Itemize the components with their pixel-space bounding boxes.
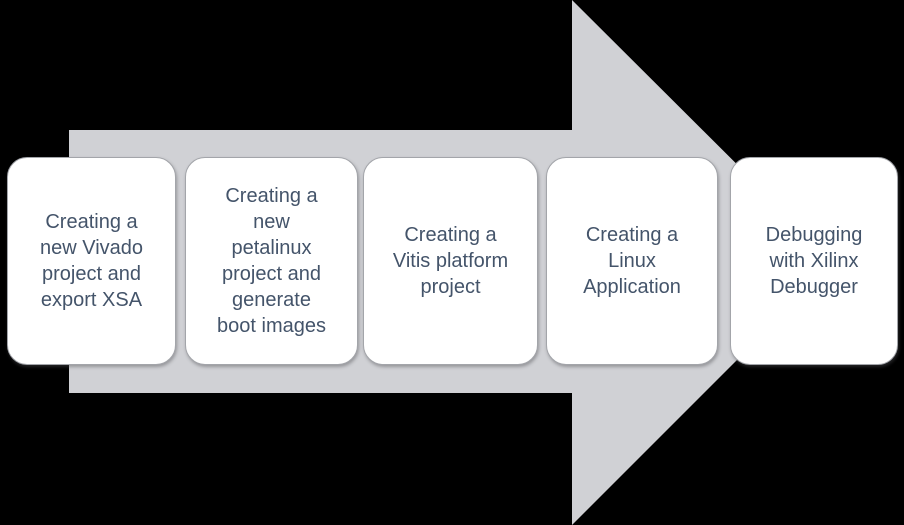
step-label: Debugging with Xilinx Debugger [765, 224, 863, 298]
step-box-petalinux-project: Creating a new petalinux project and gen… [185, 157, 358, 365]
step-label: Creating a Vitis platform project [392, 224, 509, 298]
step-box-vitis-platform: Creating a Vitis platform project [363, 157, 538, 365]
step-label: Creating a new Vivado project and export… [39, 211, 144, 311]
step-box-xilinx-debugger: Debugging with Xilinx Debugger [730, 157, 898, 365]
step-label: Creating a new petalinux project and gen… [217, 185, 326, 337]
step-box-vivado-project: Creating a new Vivado project and export… [7, 157, 176, 365]
step-box-linux-application: Creating a Linux Application [546, 157, 718, 365]
step-label: Creating a Linux Application [583, 224, 681, 298]
